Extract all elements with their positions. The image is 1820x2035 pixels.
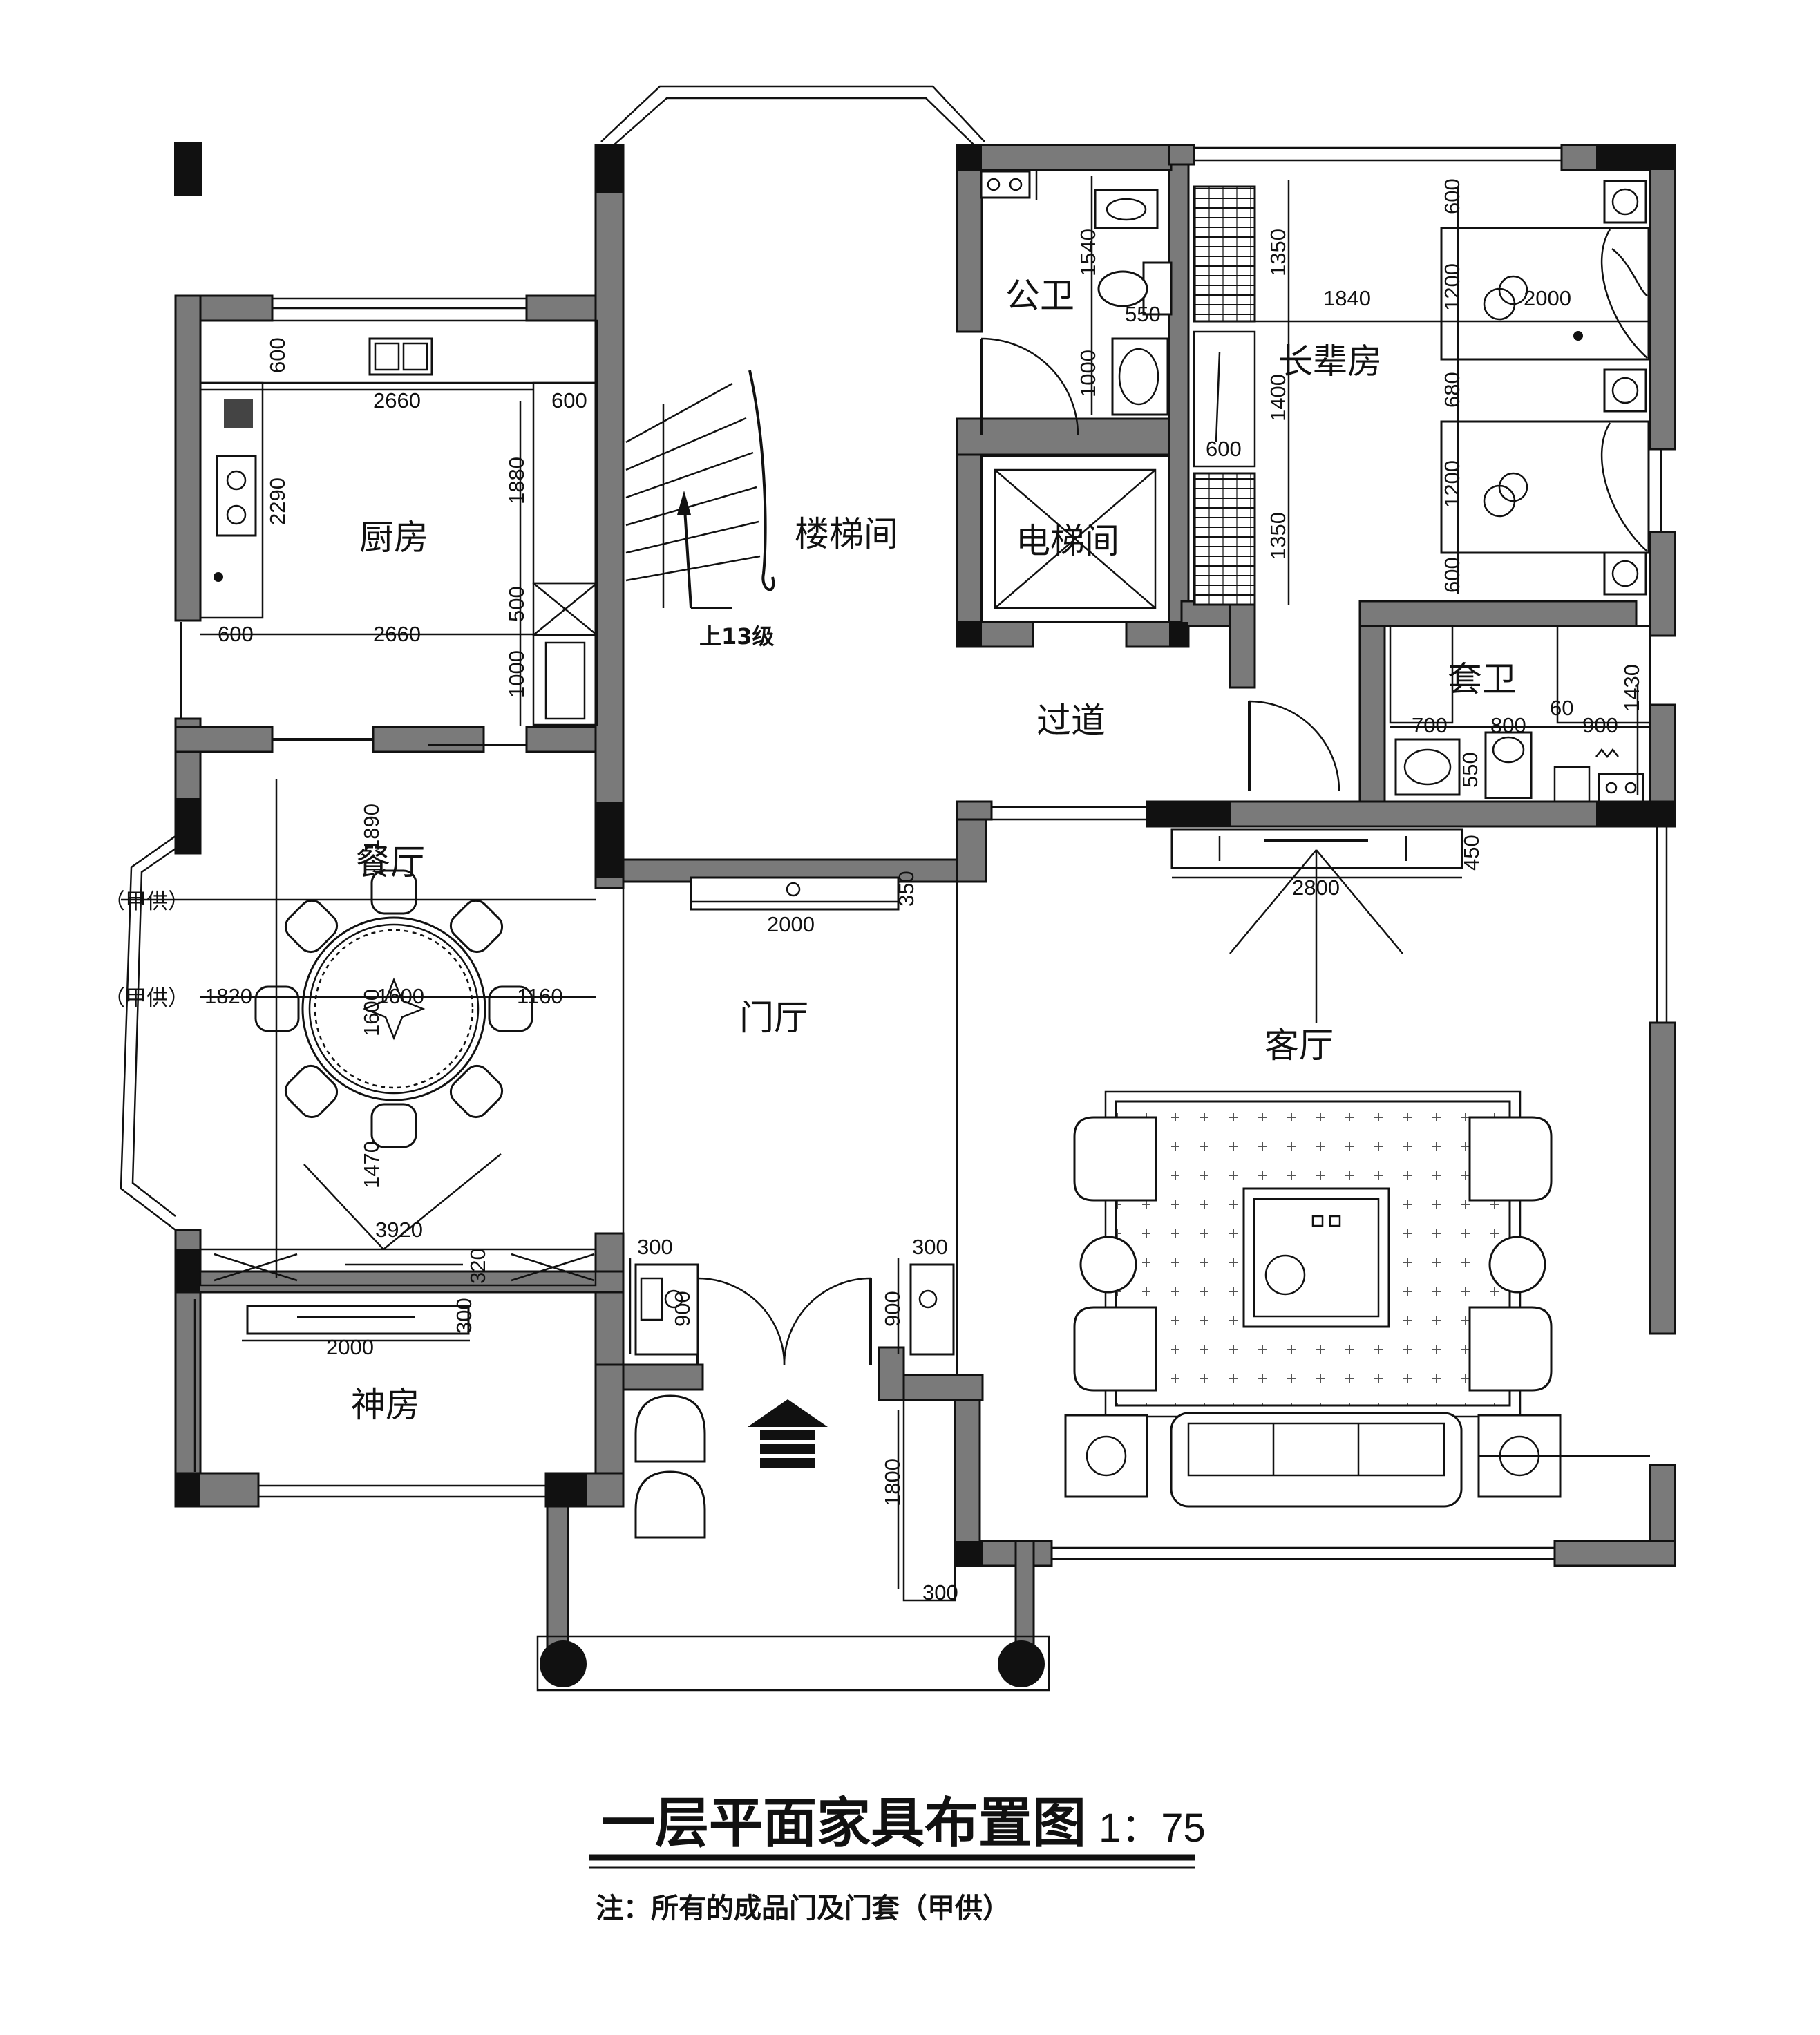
svg-text:1200: 1200 <box>1440 460 1464 508</box>
svg-text:600: 600 <box>218 622 254 646</box>
public-bath-fixtures <box>980 170 1173 416</box>
dimension-lines <box>121 176 1650 1589</box>
svg-text:700: 700 <box>1412 713 1448 737</box>
svg-text:300: 300 <box>637 1235 673 1259</box>
bed-bottom <box>1440 420 1650 554</box>
room-ensuite: 套卫 <box>1448 659 1517 699</box>
entrance-arrow-icon <box>748 1399 828 1427</box>
room-foyer: 门厅 <box>739 998 808 1038</box>
svg-text:2000: 2000 <box>767 912 815 936</box>
svg-text:2660: 2660 <box>373 388 421 413</box>
svg-text:1160: 1160 <box>517 984 563 1008</box>
room-shrine: 神房 <box>351 1385 420 1425</box>
svg-text:320: 320 <box>466 1248 490 1284</box>
north-marker <box>174 142 202 196</box>
coffee-table <box>1242 1187 1390 1328</box>
staircase <box>625 370 775 609</box>
room-corridor: 过道 <box>1036 701 1106 741</box>
svg-text:1470: 1470 <box>359 1141 383 1189</box>
drawing-title: 一层平面家具布置图 <box>601 1792 1086 1855</box>
elevator-shaft <box>980 455 1170 623</box>
columns <box>174 142 1675 1566</box>
living-room-furniture <box>1064 1090 1650 1508</box>
svg-text:900: 900 <box>880 1291 904 1327</box>
svg-text:1820: 1820 <box>205 984 252 1008</box>
svg-text:600: 600 <box>1206 437 1242 461</box>
entry <box>634 1394 828 1539</box>
svg-text:300: 300 <box>452 1298 476 1334</box>
dimension-labels: 600 2660 600 2290 1880 600 2660 500 1000… <box>205 178 1644 1605</box>
svg-text:900: 900 <box>670 1291 694 1327</box>
svg-text:550: 550 <box>1125 302 1161 326</box>
svg-text:1000: 1000 <box>1076 350 1100 397</box>
svg-text:1200: 1200 <box>1440 263 1464 311</box>
supplied-label-2: （甲供） <box>104 986 189 1010</box>
svg-text:1880: 1880 <box>504 457 529 504</box>
wardrobe-bottom <box>1193 472 1256 606</box>
svg-text:800: 800 <box>1490 713 1526 737</box>
svg-text:2290: 2290 <box>265 477 290 525</box>
room-elevator: 电梯间 <box>1016 521 1119 561</box>
svg-text:550: 550 <box>1458 752 1482 788</box>
svg-text:600: 600 <box>1440 557 1464 593</box>
wardrobe-top <box>1193 185 1256 323</box>
supplied-label-1: （甲供） <box>104 889 189 914</box>
svg-text:1350: 1350 <box>1266 229 1290 276</box>
cabinets <box>199 828 1463 1602</box>
svg-text:1000: 1000 <box>504 650 529 698</box>
kitchen-sink <box>368 337 433 376</box>
svg-text:300: 300 <box>922 1580 958 1605</box>
title-block: 一层平面家具布置图 1：75 注：所有的成品门及门套（甲供） <box>589 1792 1206 1924</box>
svg-text:500: 500 <box>504 586 529 622</box>
svg-text:1350: 1350 <box>1266 512 1290 560</box>
sofa <box>1170 1412 1463 1508</box>
svg-text:2000: 2000 <box>326 1335 374 1359</box>
svg-text:2660: 2660 <box>373 622 421 646</box>
room-dining: 餐厅 <box>356 842 425 882</box>
svg-text:60: 60 <box>1550 696 1573 720</box>
ensuite-fixtures <box>1389 625 1651 803</box>
room-kitchen: 厨房 <box>359 518 428 558</box>
svg-text:2800: 2800 <box>1292 875 1340 900</box>
svg-text:300: 300 <box>912 1235 948 1259</box>
walls <box>174 144 1676 1653</box>
svg-text:2000: 2000 <box>1524 286 1571 310</box>
porch-column-left <box>540 1640 587 1687</box>
svg-text:1890: 1890 <box>359 804 383 851</box>
svg-text:600: 600 <box>1440 178 1464 214</box>
porch-column-right <box>998 1640 1045 1687</box>
elder-room-furniture <box>1193 180 1650 606</box>
svg-text:450: 450 <box>1459 835 1484 871</box>
stove <box>216 455 257 537</box>
room-public-bath: 公卫 <box>1005 276 1074 316</box>
svg-text:600: 600 <box>265 337 290 373</box>
foyer-cabinet <box>690 876 900 911</box>
svg-text:1540: 1540 <box>1076 229 1100 276</box>
svg-text:1800: 1800 <box>880 1459 904 1506</box>
windows <box>120 85 1668 1692</box>
svg-text:1430: 1430 <box>1620 664 1644 712</box>
svg-text:1400: 1400 <box>1266 374 1290 422</box>
room-labels: 厨房 楼梯间 公卫 电梯间 长辈房 套卫 过道 餐厅 门厅 客厅 神房 上13级… <box>104 276 1517 1425</box>
doors <box>272 337 1340 1375</box>
kitchen-furniture <box>199 319 598 726</box>
room-elder: 长辈房 <box>1278 341 1382 381</box>
room-stairwell: 楼梯间 <box>795 514 898 554</box>
svg-text:3920: 3920 <box>375 1218 423 1242</box>
drawing-scale: 1：75 <box>1099 1806 1206 1851</box>
svg-text:1600: 1600 <box>359 989 383 1037</box>
svg-text:680: 680 <box>1440 372 1464 408</box>
svg-text:900: 900 <box>1582 713 1618 737</box>
svg-text:1600: 1600 <box>377 984 424 1008</box>
stair-label: 上13级 <box>699 623 775 650</box>
room-living: 客厅 <box>1264 1025 1334 1066</box>
drawing-note: 注：所有的成品门及门套（甲供） <box>596 1893 1010 1924</box>
dining-table <box>254 869 533 1148</box>
svg-text:600: 600 <box>551 388 587 413</box>
svg-text:1840: 1840 <box>1323 286 1371 310</box>
svg-text:350: 350 <box>894 871 918 907</box>
